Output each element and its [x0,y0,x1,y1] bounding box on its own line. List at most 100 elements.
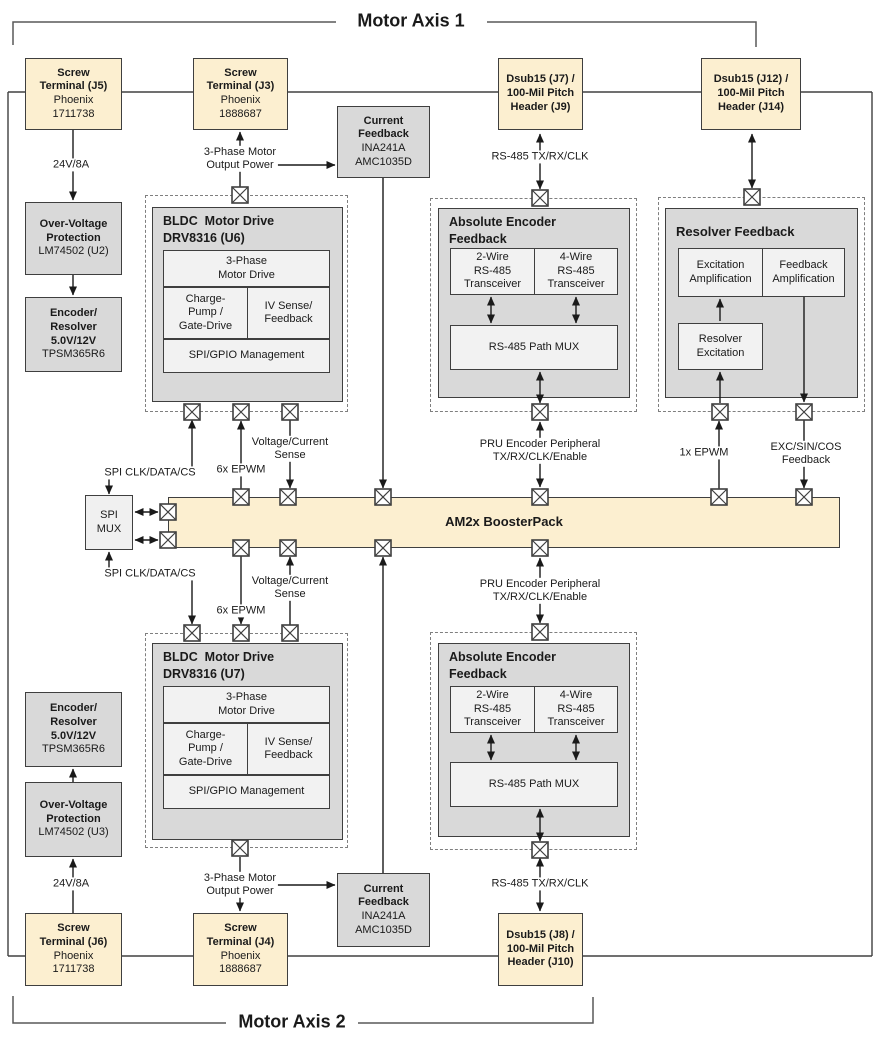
label-6x-epwm-axis2: 6x EPWM [214,604,268,618]
label-line: PRU Encoder Peripheral [479,577,601,590]
block-line: 1711738 [52,963,95,976]
block-line: Current [363,882,404,895]
sub-charge-pump-gate-drive-u6: Charge- Pump / Gate-Drive [163,287,248,339]
sub-line: Feedback [779,259,828,272]
module-title: BLDC Motor Drive DRV8316 (U7) [163,649,274,683]
sub-line: Transceiver [463,278,522,291]
label-pru-axis1: PRU Encoder Peripheral TX/RX/CLK/Enable [477,437,603,465]
block-line: Screw [57,66,90,79]
module-title: Absolute Encoder Feedback [449,649,556,683]
block-line: 5.0V/12V [50,729,97,742]
label-line: EXC/SIN/COS [770,440,842,453]
wire-spi-axis1 [105,419,196,495]
sub-line: IV Sense/ [264,735,313,748]
block-line: Header (J9) [510,100,571,113]
module-title: Resolver Feedback [676,223,795,241]
sub-line: Gate-Drive [178,319,233,332]
block-line: Phoenix [53,949,94,962]
sub-line: Pump / [188,742,223,755]
sub-resolver-excitation: Resolver Excitation [678,323,763,370]
block-line: LM74502 (U2) [38,245,109,258]
block-line: Phoenix [220,94,261,106]
label-line: Output Power [206,885,274,897]
block-current-feedback-2: Current Feedback INA241A AMC1035D [337,873,430,947]
block-line: Header (J14) [717,100,785,113]
block-line: Encoder/ [49,307,98,319]
block-spi-mux: SPI MUX [85,495,133,550]
block-line: TPSM365R6 [42,348,105,361]
sub-line: Gate-Drive [178,755,233,768]
block-screw-terminal-j6: Screw Terminal (J6) Phoenix 1711738 [25,913,122,986]
sub-line: Pump / [188,306,223,319]
label-exc-sin-cos: EXC/SIN/COS Feedback [768,440,844,468]
block-encoder-resolver-power-1: Encoder/ Resolver 5.0V/12V TPSM365R6 [25,297,122,372]
sub-line: RS-485 [557,702,595,715]
block-current-feedback-1: Current Feedback INA241A AMC1035D [337,106,430,178]
block-screw-terminal-j5: Screw Terminal (J5) Phoenix 1711738 [25,58,122,130]
module-title-line: Resolver Feedback [676,224,795,239]
module-title-line: Feedback [449,666,507,681]
label-line: Sense [274,449,306,461]
label-rs485-axis2: RS-485 TX/RX/CLK [489,877,591,891]
label-24v-axis2: 24V/8A [50,877,92,891]
block-line: Terminal (J6) [39,935,108,948]
label-line: TX/RX/CLK/Enable [492,451,588,463]
block-absolute-encoder-feedback-2: Absolute Encoder Feedback [438,643,630,837]
sub-4wire-rs485-transceiver-2: 4-Wire RS-485 Transceiver [534,686,618,733]
block-line: Phoenix [220,949,261,962]
block-line: Dsub15 (J12) / [713,73,789,86]
block-dsub15-j12-j14: Dsub15 (J12) / 100-Mil Pitch Header (J14… [701,58,801,130]
block-line: AMC1035D [355,155,412,168]
label-line: Voltage/Current [251,574,329,587]
sub-line: Motor Drive [218,704,275,717]
block-line: 100-Mil Pitch [506,942,575,955]
block-line: 100-Mil Pitch [506,87,575,100]
sub-line: 3-Phase [226,691,267,704]
module-title: BLDC Motor Drive DRV8316 (U6) [163,213,274,247]
label-line: 3-Phase Motor [203,871,277,884]
block-line: Protection [46,231,101,244]
sub-line: Charge- [185,728,226,741]
block-encoder-resolver-power-2: Encoder/ Resolver 5.0V/12V TPSM365R6 [25,692,122,767]
title-motor-axis-2: Motor Axis 2 [238,1011,346,1032]
block-line: INA241A [361,142,406,154]
block-line: Encoder/ [49,702,98,714]
block-line: Terminal (J4) [206,935,275,948]
sub-2wire-rs485-transceiver-1: 2-Wire RS-485 Transceiver [450,248,535,295]
block-line: Over-Voltage [39,798,108,811]
block-dsub15-j8-j10: Dsub15 (J8) / 100-Mil Pitch Header (J10) [498,913,583,986]
sub-charge-pump-gate-drive-u7: Charge- Pump / Gate-Drive [163,723,248,775]
sub-line: RS-485 [473,702,512,715]
block-over-voltage-protection-u3: Over-Voltage Protection LM74502 (U3) [25,782,122,857]
sub-line: RS-485 [557,264,595,277]
block-line: Terminal (J3) [206,80,275,93]
module-title-line: BLDC Motor Drive [163,214,275,228]
label-pru-axis2: PRU Encoder Peripheral TX/RX/CLK/Enable [477,577,603,605]
module-title: Absolute Encoder Feedback [449,214,556,248]
label-voltage-current-axis2: Voltage/Current Sense [249,574,331,602]
block-line: Phoenix [53,94,94,106]
sub-line: Motor Drive [218,268,275,281]
sub-line: SPI/GPIO Management [188,785,305,798]
sub-4wire-rs485-transceiver-1: 4-Wire RS-485 Transceiver [534,248,618,295]
block-line: AMC1035D [355,923,412,936]
block-line: LM74502 (U3) [38,826,109,839]
block-line: 5.0V/12V [50,334,97,347]
block-over-voltage-protection-u2: Over-Voltage Protection LM74502 (U2) [25,202,122,275]
label-line: 3-Phase Motor [203,145,277,158]
label-spi-clk-axis2: SPI CLK/DATA/CS [102,567,198,581]
sub-spi-gpio-management-u7: SPI/GPIO Management [163,775,330,809]
label-line: Output Power [206,159,274,171]
label-3phase-axis2: 3-Phase Motor Output Power [201,871,279,899]
sub-line: 4-Wire [559,689,593,702]
sub-3phase-motor-drive-u7: 3-Phase Motor Drive [163,686,330,723]
sub-line: Excitation [696,259,745,272]
sub-line: Transceiver [463,716,522,729]
block-line: Feedback [358,896,409,909]
block-line: Screw [57,922,90,934]
sub-line: Charge- [185,292,226,305]
sub-spi-gpio-management-u6: SPI/GPIO Management [163,339,330,373]
block-line: Dsub15 (J8) / [506,928,575,941]
sub-rs485-path-mux-1: RS-485 Path MUX [450,325,618,370]
sub-line: RS-485 Path MUX [488,340,580,353]
